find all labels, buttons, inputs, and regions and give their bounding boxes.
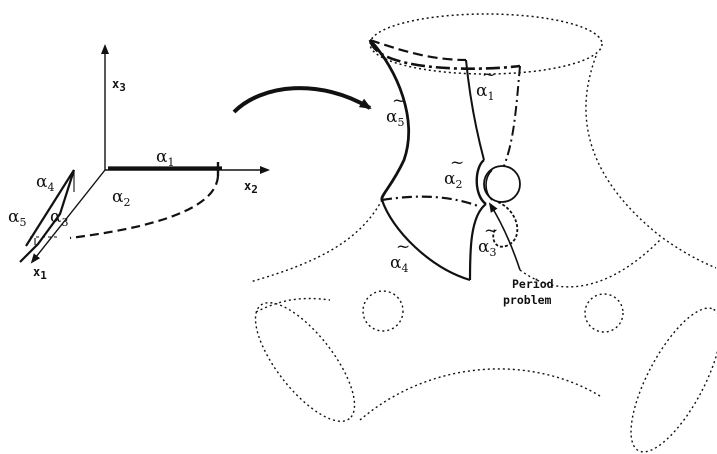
tilde-alpha-labels: α1 ~ α2 ~ α3 ~ α4 ~ α5 ~ — [386, 65, 498, 275]
left-leg-opening — [239, 288, 372, 436]
tilde-alpha5-tilde: ~ — [392, 91, 406, 111]
x1-label: x1 — [33, 265, 47, 282]
x3-label: x3 — [112, 77, 126, 94]
hole-right — [585, 294, 623, 332]
left-flank-outline — [250, 200, 382, 282]
coordinate-frame — [20, 46, 268, 262]
neck-right-outline — [586, 56, 716, 268]
x2-label: x2 — [244, 179, 258, 196]
period-problem-annotation: Period problem — [503, 277, 554, 307]
hole-left — [363, 291, 403, 331]
alpha1-label: α1 — [156, 147, 174, 169]
bottom-arc — [360, 369, 600, 420]
surface — [239, 14, 717, 454]
left-leg-outer — [256, 299, 330, 313]
alpha3-label: α3 — [50, 207, 68, 229]
tilde-alpha3-tilde: ~ — [484, 221, 498, 241]
period-label: Period — [512, 277, 554, 291]
tilde-alpha4-tilde: ~ — [396, 237, 410, 257]
tilde-alpha2-tilde: ~ — [450, 153, 464, 173]
top-boundary-front — [370, 40, 520, 69]
alpha1-tilde-curve-dashed — [504, 66, 520, 166]
alpha5-label: α5 — [8, 207, 26, 229]
problem-label: problem — [503, 293, 552, 307]
tilde-alpha1-tilde: ~ — [482, 65, 496, 85]
right-leg-opening — [614, 296, 717, 454]
alpha4-tilde-dashed — [382, 197, 478, 206]
alpha2-label: α2 — [112, 187, 130, 209]
alpha4-label: α4 — [36, 172, 54, 194]
mapping-arrow — [234, 88, 370, 112]
